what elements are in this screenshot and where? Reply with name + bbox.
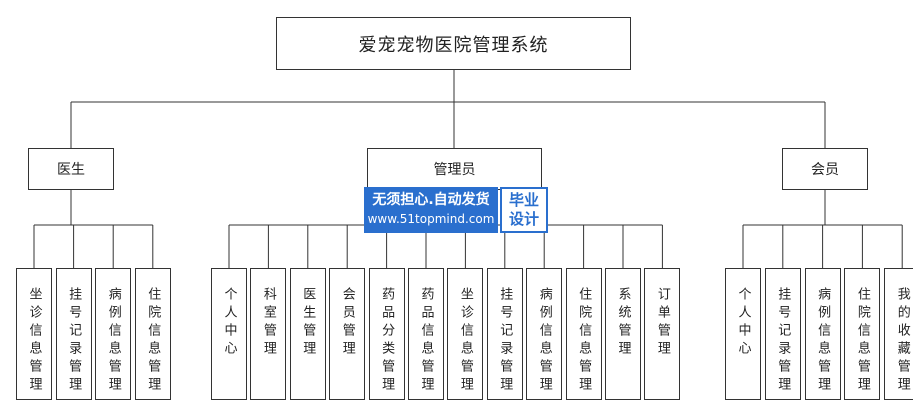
leaf-label: 挂号记录管理 xyxy=(66,287,82,395)
leaf-label: 病例信息管理 xyxy=(105,287,121,395)
leaf-node: 挂号记录管理 xyxy=(764,268,801,400)
leaf-label: 挂号记录管理 xyxy=(497,287,513,395)
watermark-line2: www.51topmind.com xyxy=(367,212,495,226)
leaf-node: 我的收藏管理 xyxy=(884,268,913,400)
watermark-line1: 无须担心.自动发货 xyxy=(372,192,490,208)
leaf-label: 坐诊信息管理 xyxy=(26,287,42,395)
leaf-label: 病例信息管理 xyxy=(815,287,831,395)
leaf-node: 住院信息管理 xyxy=(565,268,602,400)
leaf-label: 科室管理 xyxy=(260,287,276,359)
category-label: 管理员 xyxy=(433,162,476,178)
leaf-label: 住院信息管理 xyxy=(145,287,161,395)
leaf-label: 住院信息管理 xyxy=(854,287,870,395)
leaf-node: 科室管理 xyxy=(250,268,287,400)
root-label: 爱宠宠物医院管理系统 xyxy=(358,34,549,56)
leaf-node: 药品分类管理 xyxy=(368,268,405,400)
leaf-label: 会员管理 xyxy=(339,287,355,359)
leaf-label: 个人中心 xyxy=(735,287,751,359)
leaf-node: 挂号记录管理 xyxy=(486,268,523,400)
watermark-badge-line1: 毕业 xyxy=(508,191,539,209)
leaf-node: 住院信息管理 xyxy=(844,268,881,400)
leaf-label: 挂号记录管理 xyxy=(775,287,791,395)
watermark-badge: 毕业 设计 xyxy=(500,187,548,233)
category-label: 会员 xyxy=(811,162,839,178)
leaf-node: 系统管理 xyxy=(605,268,641,400)
leaf-label: 我的收藏管理 xyxy=(894,287,910,395)
leaf-node: 个人中心 xyxy=(725,268,761,400)
leaf-node: 会员管理 xyxy=(329,268,366,400)
leaf-node: 挂号记录管理 xyxy=(55,268,92,400)
leaf-node: 住院信息管理 xyxy=(134,268,171,400)
leaf-node: 坐诊信息管理 xyxy=(447,268,484,400)
leaf-label: 药品分类管理 xyxy=(379,287,395,395)
leaf-label: 个人中心 xyxy=(221,287,237,359)
category-admin: 管理员 xyxy=(367,148,542,190)
leaf-label: 医生管理 xyxy=(300,287,316,359)
category-label: 医生 xyxy=(57,162,85,178)
leaf-node: 病例信息管理 xyxy=(526,268,563,400)
watermark-banner: 无须担心.自动发货 www.51topmind.com xyxy=(364,187,498,233)
leaf-node: 订单管理 xyxy=(644,268,681,400)
leaf-node: 坐诊信息管理 xyxy=(16,268,52,400)
leaf-label: 订单管理 xyxy=(654,287,670,359)
leaf-label: 病例信息管理 xyxy=(536,287,552,395)
leaf-label: 住院信息管理 xyxy=(576,287,592,395)
category-member: 会员 xyxy=(782,148,868,190)
leaf-node: 个人中心 xyxy=(211,268,247,400)
leaf-node: 药品信息管理 xyxy=(408,268,444,400)
leaf-label: 系统管理 xyxy=(615,287,631,359)
leaf-node: 病例信息管理 xyxy=(95,268,132,400)
root-node: 爱宠宠物医院管理系统 xyxy=(276,17,631,70)
leaf-node: 病例信息管理 xyxy=(804,268,841,400)
watermark-badge-line2: 设计 xyxy=(508,210,539,228)
leaf-label: 药品信息管理 xyxy=(418,287,434,395)
leaf-label: 坐诊信息管理 xyxy=(457,287,473,395)
leaf-node: 医生管理 xyxy=(289,268,326,400)
category-doctor: 医生 xyxy=(28,148,114,190)
